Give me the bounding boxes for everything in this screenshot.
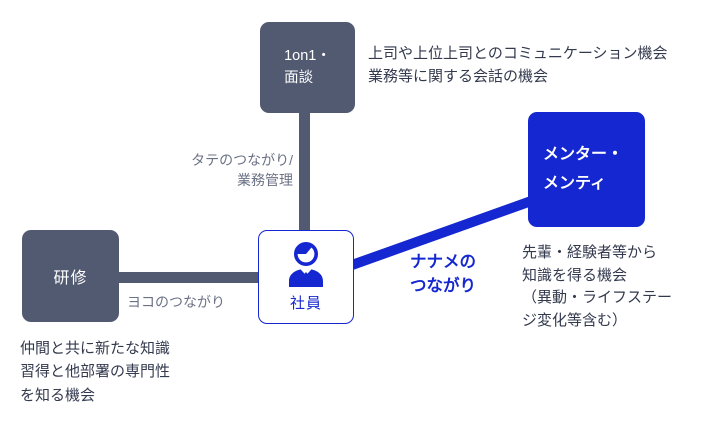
edge-label-diagonal: ナナメの つながり [410,253,476,295]
node-training-label: 研修 [53,270,88,287]
node-employee: 社員 [258,230,354,324]
person-icon [287,241,325,287]
horizontal-connector-line [115,272,262,283]
node-1on1-meeting: 1on1・ 面談 [260,22,355,113]
node-mentor-mentee: メンター・ メンティ [528,112,645,227]
node-1on1-label: 1on1・ 面談 [284,48,331,86]
node-training: 研修 [22,230,119,322]
vertical-connector-line [299,110,310,234]
description-1on1: 上司や上位上司とのコミュニケーション機会 業務等に関する会話の機会 [368,45,668,86]
node-employee-label: 社員 [289,295,322,312]
description-training: 仲間と共に新たな知識 習得と他部署の専門性 を知る機会 [20,340,171,404]
edge-label-horizontal: ヨコのつながり [127,294,225,310]
description-mentor: 先輩・経験者等から 知識を得る機会 （異動・ライフステー ジ変化等含む） [522,244,673,329]
node-mentor-label: メンター・ メンティ [543,145,624,192]
edge-label-vertical: タテのつながり/ 業務管理 [191,152,293,189]
